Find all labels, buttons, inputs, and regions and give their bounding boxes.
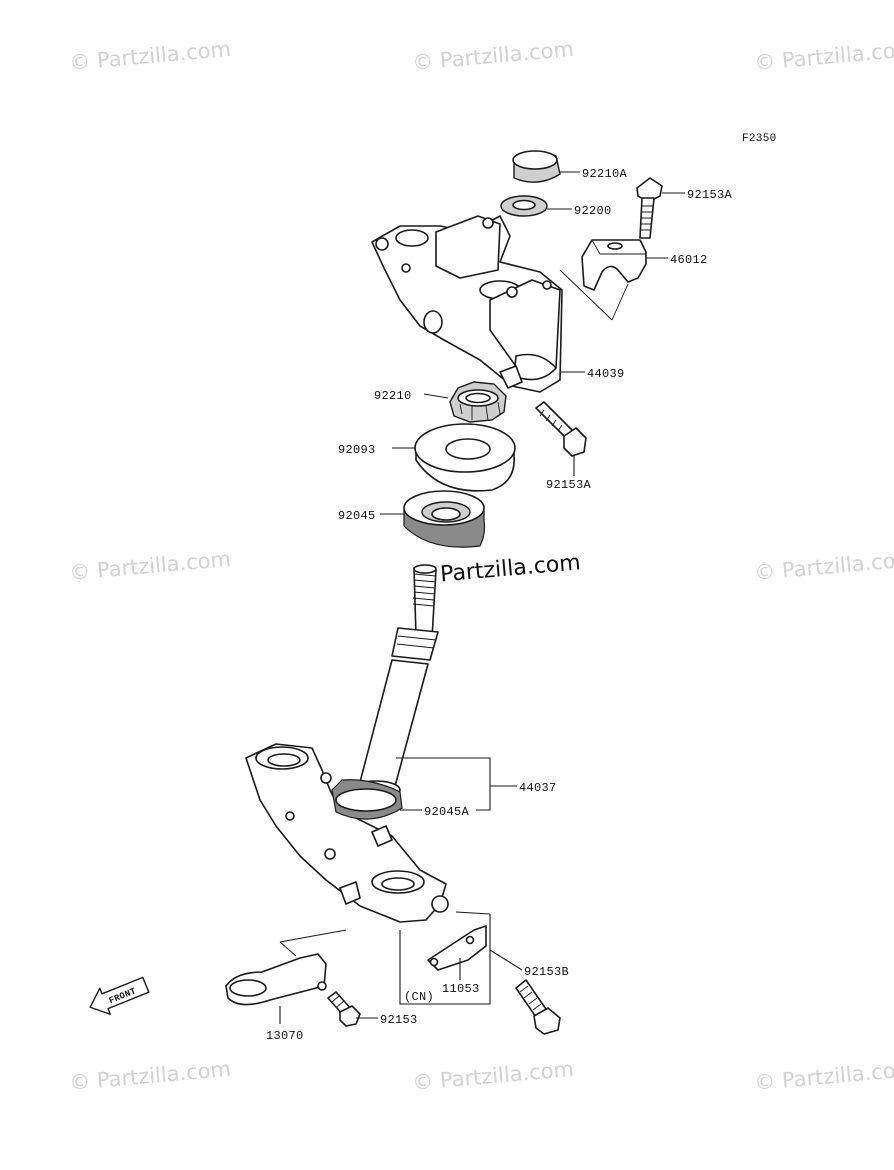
watermarks: © Partzilla.com © Partzilla.com © Partzi…: [68, 37, 894, 1095]
label-92045A: 92045A: [424, 805, 470, 819]
watermark: © Partzilla.com: [753, 547, 894, 585]
bolt-92153A-top: [636, 177, 663, 239]
watermark: © Partzilla.com: [68, 37, 232, 75]
front-arrow: FRONT: [89, 976, 150, 1015]
label-44037: 44037: [519, 781, 557, 795]
watermark: © Partzilla.com: [753, 1057, 894, 1095]
label-92045: 92045: [338, 509, 376, 523]
watermark: © Partzilla.com: [411, 1057, 575, 1095]
seal-92093: [414, 423, 516, 492]
label-92153: 92153: [380, 1013, 418, 1027]
bolt-92153B: [515, 979, 561, 1035]
bracket-11053: [427, 925, 487, 971]
label-92210A: 92210A: [582, 167, 628, 181]
watermark: © Partzilla.com: [68, 1057, 232, 1095]
box-cn: [399, 914, 491, 1005]
dash-13070: [279, 929, 347, 957]
label-92153B: 92153B: [524, 965, 569, 979]
leader-92210: [423, 393, 449, 399]
dash-46012: [559, 269, 629, 321]
washer-92200: [500, 195, 548, 217]
label-92210: 92210: [374, 389, 412, 403]
clamp-13070: [225, 953, 327, 1006]
bracket-44037: [396, 757, 517, 811]
label-13070: 13070: [266, 1029, 304, 1043]
label-11053: 11053: [442, 982, 480, 996]
label-92093: 92093: [338, 443, 376, 457]
nut-92210: [449, 381, 507, 423]
figure-code: F2350: [742, 133, 777, 145]
label-46012: 46012: [670, 253, 708, 267]
bolt-92153A-mid: [535, 401, 587, 457]
bearing-92045: [403, 490, 486, 548]
label-cn: (CN): [404, 990, 434, 1004]
watermark: © Partzilla.com: [411, 37, 575, 75]
watermark: © Partzilla.com: [753, 37, 894, 75]
label-92153A-top: 92153A: [687, 188, 733, 202]
stem-44037: [351, 564, 439, 800]
upper-bracket-44039: [371, 215, 563, 393]
dash-11053: [455, 911, 491, 915]
label-44039: 44039: [587, 367, 625, 381]
leader-92153B: [489, 949, 523, 971]
label-92200: 92200: [574, 204, 612, 218]
cap-92210A: [512, 150, 561, 183]
bolt-92153: [327, 991, 361, 1027]
label-92153A-mid: 92153A: [546, 478, 592, 492]
holder-46012: [581, 239, 647, 291]
lower-bracket: [245, 743, 449, 923]
watermark: © Partzilla.com: [68, 547, 232, 585]
